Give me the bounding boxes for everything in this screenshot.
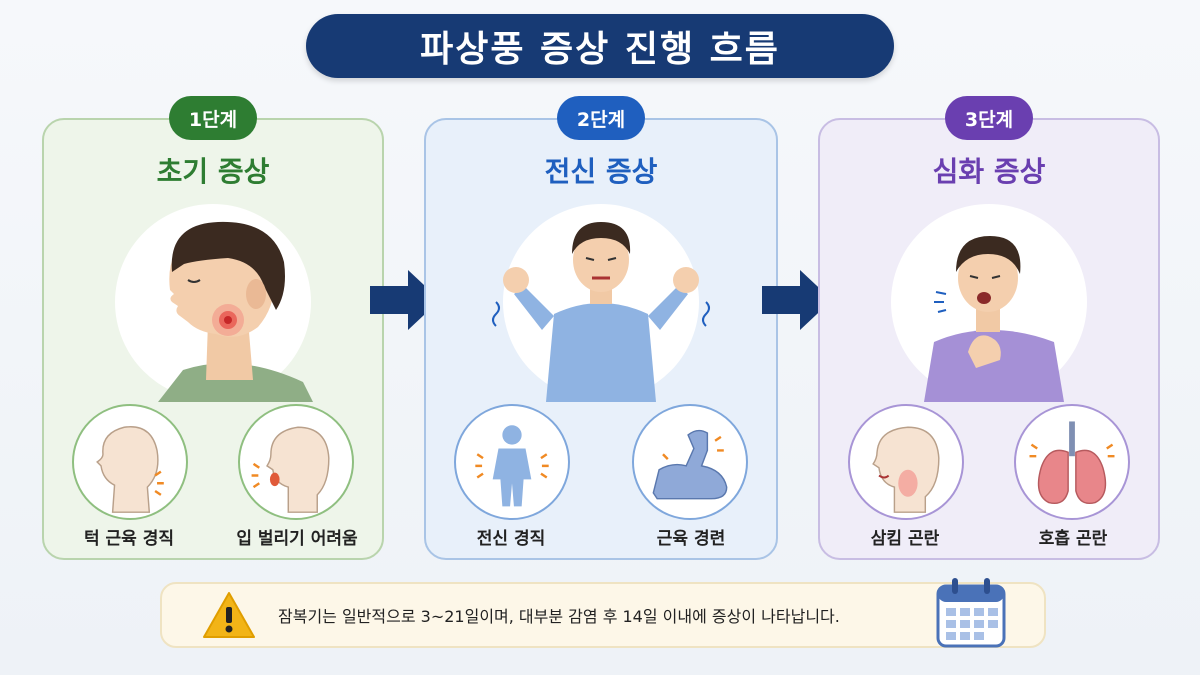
body-stiffness-illustration: [476, 202, 726, 402]
stage-1-badge: 1단계: [169, 96, 257, 140]
stage-3-symptom-1-label: 삼킴 곤란: [870, 529, 940, 549]
lungs-icon: [1014, 404, 1130, 520]
stage-1-symptom-1-label: 턱 근육 경직: [83, 529, 175, 549]
stage-3-symptom-2-label: 호흡 곤란: [1038, 529, 1108, 549]
swallowing-difficulty-icon: [848, 404, 964, 520]
stage-2-badge: 2단계: [557, 96, 645, 140]
stage-3-panel: 3단계 심화 증상 삼킴 곤란 호흡 곤란: [818, 96, 1160, 560]
stage-1-symptom-2-label: 입 벌리기 어려움: [236, 529, 358, 549]
stage-3-title: 심화 증상: [932, 155, 1046, 188]
stage-2-panel: 2단계 전신 증상: [424, 96, 778, 560]
page-title: 파상풍 증상 진행 흐름: [306, 14, 894, 78]
muscle-spasm-icon: [632, 404, 748, 520]
arrow-right-icon: [762, 270, 832, 330]
stage-3-badge: 3단계: [945, 96, 1033, 140]
calendar-icon: [936, 578, 1006, 648]
arrow-right-icon: [370, 270, 440, 330]
breathing-difficulty-illustration: [864, 202, 1114, 402]
body-stiffness-icon: [454, 404, 570, 520]
note-text: 잠복기는 일반적으로 3~21일이며, 대부분 감염 후 14일 이내에 증상이…: [278, 607, 840, 626]
incubation-note: 잠복기는 일반적으로 3~21일이며, 대부분 감염 후 14일 이내에 증상이…: [160, 578, 1046, 648]
warning-icon: [203, 592, 255, 638]
stage-1-title: 초기 증상: [156, 155, 270, 188]
stage-2-title: 전신 증상: [544, 155, 658, 188]
stage-2-symptom-2-label: 근육 경련: [656, 529, 726, 549]
stage-2-symptom-1-label: 전신 경직: [476, 529, 546, 549]
jaw-pain-illustration: [88, 202, 338, 402]
jaw-stiffness-icon: [72, 404, 188, 520]
stage-1-panel: 1단계 초기 증상: [42, 96, 384, 560]
mouth-opening-difficulty-icon: [238, 404, 354, 520]
